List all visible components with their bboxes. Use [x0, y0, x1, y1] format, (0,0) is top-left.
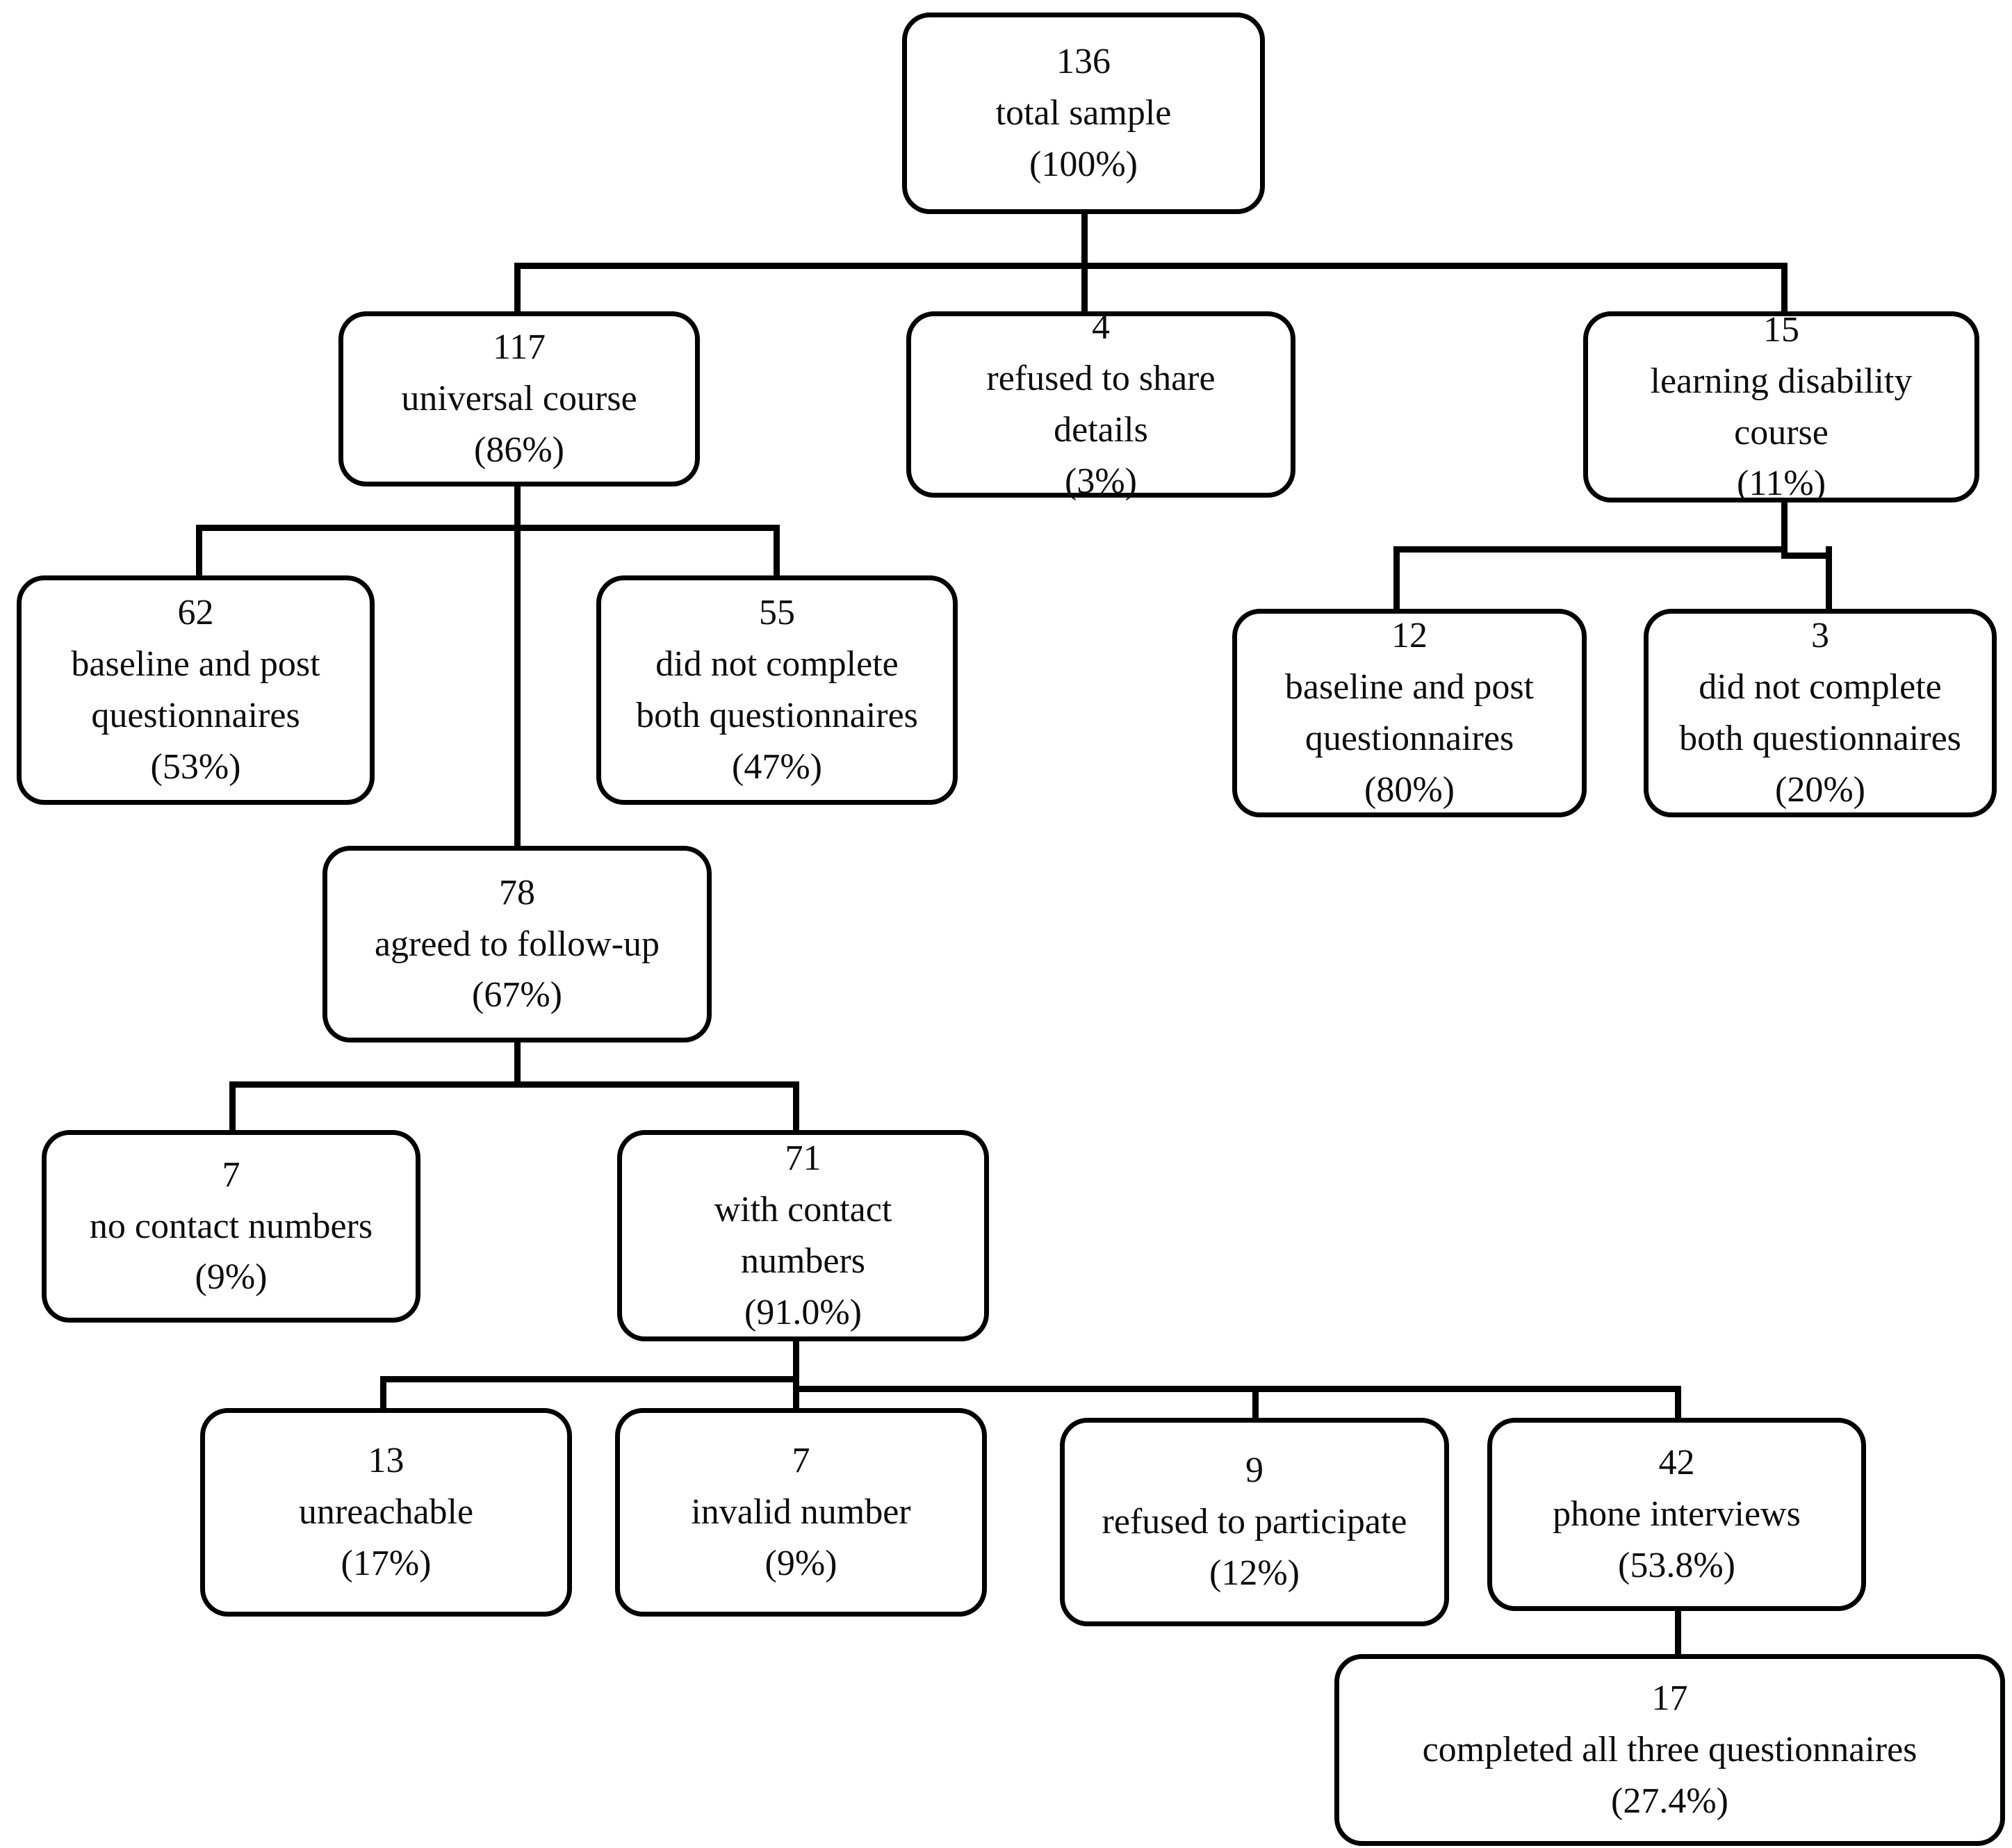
edge-drop-no-contact	[229, 1081, 236, 1130]
node-ld-course-label-line2: course	[1734, 412, 1829, 452]
node-phone-interviews[interactable]: 42 phone interviews (53.8%)	[1487, 1418, 1866, 1611]
node-with-contact-percent: (91.0%)	[744, 1292, 862, 1332]
node-with-contact-label-line1: with contact	[714, 1190, 892, 1230]
node-unreachable-percent: (17%)	[341, 1543, 432, 1583]
node-uc-notcomplete-label-line2: both questionnaires	[636, 696, 918, 735]
node-ld-notcomplete-label-line2: both questionnaires	[1679, 719, 1961, 758]
edge-drop-universal	[514, 263, 521, 311]
edge-withcontact-stem	[793, 1341, 799, 1390]
node-universal-baseline-post[interactable]: 62 baseline and post questionnaires (53%…	[17, 575, 375, 805]
edge-withcontact-bus-right	[793, 1386, 1681, 1392]
node-ld-course-label-line1: learning disability	[1650, 361, 1913, 401]
node-ld-course-percent: (11%)	[1736, 464, 1826, 504]
node-ld-notcomplete-label-line1: did not complete	[1699, 667, 1942, 708]
node-uc-baseline-percent: (53%)	[150, 746, 241, 787]
edge-withcontact-bus-left	[380, 1376, 797, 1382]
node-completed-all-three-label: completed all three questionnaires	[1422, 1730, 1917, 1770]
node-unreachable[interactable]: 13 unreachable (17%)	[200, 1408, 572, 1617]
edge-drop-refused-share	[1081, 263, 1088, 311]
edge-drop-uc-baseline	[196, 525, 202, 575]
node-uc-notcomplete-label-line1: did not complete	[655, 644, 899, 685]
node-no-contact-label: no contact numbers	[89, 1206, 373, 1246]
node-uc-baseline-count: 62	[177, 593, 214, 633]
edge-universal-stem	[514, 486, 521, 530]
node-phone-interviews-count: 42	[1658, 1443, 1695, 1483]
node-uc-notcomplete-percent: (47%)	[732, 746, 822, 787]
node-with-contact-numbers[interactable]: 71 with contact numbers (91.0%)	[617, 1130, 989, 1341]
node-universal-course-percent: (86%)	[474, 430, 564, 470]
node-refused-participate-label: refused to participate	[1102, 1502, 1407, 1542]
node-total-sample-count: 136	[1056, 42, 1111, 82]
node-ld-not-complete[interactable]: 3 did not complete both questionnaires (…	[1644, 609, 1997, 817]
node-with-contact-label-line2: numbers	[740, 1241, 866, 1281]
edge-followup-stem	[514, 1042, 521, 1086]
node-refused-participate[interactable]: 9 refused to participate (12%)	[1060, 1418, 1449, 1626]
node-uc-baseline-label-line1: baseline and post	[71, 644, 320, 685]
edge-drop-phone-interviews	[1675, 1386, 1681, 1432]
node-total-sample-label: total sample	[995, 93, 1172, 133]
node-ld-baseline-label-line2: questionnaires	[1304, 719, 1514, 758]
node-invalid-number[interactable]: 7 invalid number (9%)	[615, 1408, 987, 1617]
edge-level1-bus	[514, 263, 1788, 269]
node-uc-notcomplete-count: 55	[759, 593, 795, 633]
node-agreed-followup[interactable]: 78 agreed to follow-up (67%)	[322, 846, 712, 1042]
node-refused-participate-count: 9	[1245, 1450, 1263, 1491]
node-learning-disability-course[interactable]: 15 learning disability course (11%)	[1583, 310, 1979, 503]
node-completed-all-three-percent: (27.4%)	[1611, 1781, 1728, 1821]
node-ld-course-count: 15	[1763, 309, 1799, 350]
node-universal-course-count: 117	[492, 327, 546, 368]
node-refused-share-label-line2: details	[1054, 410, 1148, 450]
node-universal-course[interactable]: 117 universal course (86%)	[338, 311, 700, 486]
edge-drop-uc-notcomplete	[774, 525, 780, 575]
node-ld-notcomplete-percent: (20%)	[1775, 769, 1865, 810]
node-agreed-followup-percent: (67%)	[472, 975, 562, 1015]
node-refused-share-details[interactable]: 4 refused to share details (3%)	[906, 307, 1295, 501]
node-universal-course-label: universal course	[401, 379, 637, 419]
node-completed-all-three-count: 17	[1651, 1678, 1688, 1719]
edge-ld-bus	[1393, 546, 1788, 553]
node-invalid-number-percent: (9%)	[764, 1543, 837, 1583]
edge-drop-ld-baseline	[1393, 546, 1400, 609]
node-universal-not-complete[interactable]: 55 did not complete both questionnaires …	[596, 575, 958, 805]
edge-phone-to-completed	[1675, 1611, 1681, 1654]
edge-drop-unreachable	[380, 1376, 386, 1432]
node-unreachable-count: 13	[368, 1441, 404, 1481]
node-phone-interviews-percent: (53.8%)	[1618, 1545, 1735, 1585]
node-agreed-followup-label: agreed to follow-up	[374, 924, 660, 964]
node-total-sample[interactable]: 136 total sample (100%)	[902, 13, 1265, 214]
node-ld-baseline-label-line1: baseline and post	[1284, 667, 1535, 708]
node-refused-participate-percent: (12%)	[1209, 1553, 1300, 1593]
node-no-contact-percent: (9%)	[195, 1257, 268, 1298]
edge-drop-refused-participate	[1252, 1386, 1259, 1432]
edge-universal-to-followup	[514, 525, 521, 846]
edge-ld-bus-step	[1781, 553, 1832, 559]
node-total-sample-percent: (100%)	[1029, 144, 1138, 184]
node-phone-interviews-label: phone interviews	[1553, 1494, 1801, 1535]
node-with-contact-count: 71	[785, 1138, 821, 1179]
node-ld-baseline-post[interactable]: 12 baseline and post questionnaires (80%…	[1232, 609, 1587, 817]
node-refused-share-label-line1: refused to share	[986, 359, 1216, 399]
edge-root-stem	[1081, 214, 1088, 265]
node-ld-notcomplete-count: 3	[1811, 616, 1829, 656]
edge-universal-bus	[196, 525, 780, 531]
node-completed-all-three[interactable]: 17 completed all three questionnaires (2…	[1334, 1654, 2005, 1846]
node-agreed-followup-count: 78	[499, 872, 535, 913]
edge-followup-bus	[229, 1081, 799, 1088]
node-no-contact-count: 7	[222, 1154, 240, 1195]
node-ld-baseline-percent: (80%)	[1364, 769, 1455, 810]
node-uc-baseline-label-line2: questionnaires	[91, 696, 300, 735]
node-refused-share-percent: (3%)	[1065, 461, 1137, 501]
edge-drop-ld-course	[1781, 263, 1788, 311]
node-no-contact-numbers[interactable]: 7 no contact numbers (9%)	[42, 1130, 420, 1323]
edge-drop-with-contact	[793, 1081, 799, 1130]
node-invalid-number-label: invalid number	[691, 1492, 911, 1532]
edge-ld-stem	[1781, 502, 1788, 551]
node-ld-baseline-count: 12	[1391, 616, 1428, 656]
node-unreachable-label: unreachable	[298, 1492, 474, 1532]
edge-drop-ld-notcomplete	[1826, 546, 1832, 609]
node-invalid-number-count: 7	[792, 1441, 810, 1481]
node-refused-share-count: 4	[1092, 307, 1110, 347]
